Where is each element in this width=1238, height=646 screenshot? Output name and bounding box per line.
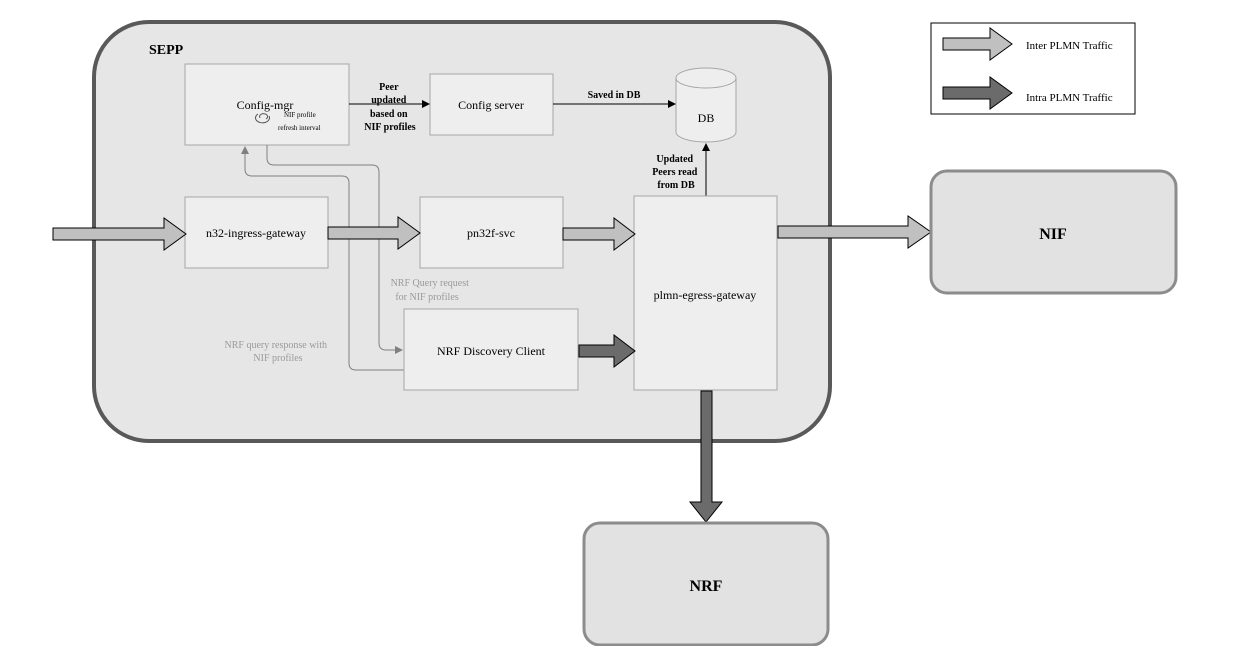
peer-updated-label: Peer updated based on NIF profiles xyxy=(364,82,415,133)
inter-plmn-legend-arrow-icon xyxy=(942,27,1013,61)
nif-label: NIF xyxy=(1039,226,1067,243)
db-label: DB xyxy=(698,111,715,125)
edge-config-mgr-to-nrf-discovery xyxy=(266,145,403,354)
edge-nrf-discovery-to-config-mgr xyxy=(241,146,404,371)
nif-refresh-label-1: NIF profile xyxy=(284,111,316,119)
nif-refresh-label-2: refresh interval xyxy=(278,124,321,132)
inter-arrow-egress-to-nif xyxy=(777,215,932,249)
pn32f-svc-label: pn32f-svc xyxy=(467,226,515,240)
inter-arrow-into-ingress xyxy=(52,217,187,251)
n32-ingress-gateway-label: n32-ingress-gateway xyxy=(206,226,306,240)
config-server-label: Config server xyxy=(458,98,524,112)
legend-inter-label: Inter PLMN Traffic xyxy=(1026,40,1113,52)
sepp-title: SEPP xyxy=(149,43,184,58)
nrf-query-request-label: NRF Query request for NIF profiles xyxy=(391,278,472,303)
nrf-discovery-client-label: NRF Discovery Client xyxy=(437,344,546,358)
config-mgr-box xyxy=(184,63,350,146)
nif-box xyxy=(929,169,1178,295)
intra-arrow-egress-to-nrf xyxy=(688,390,724,523)
inter-arrow-ingress-to-pn32f xyxy=(327,216,421,250)
nrf-query-response-label: NRF query response with NIF profiles xyxy=(225,340,330,364)
intra-arrow-nrf-discovery-to-egress xyxy=(578,333,636,369)
config-mgr-label: Config-mgr xyxy=(237,98,294,112)
nrf-label: NRF xyxy=(690,578,723,595)
pn32f-svc-box xyxy=(419,196,564,269)
intra-plmn-legend-arrow-icon xyxy=(942,76,1013,110)
inter-arrow-pn32f-to-egress xyxy=(562,216,636,252)
updated-peers-label: Updated Peers read from DB xyxy=(652,154,700,191)
refresh-cycle-icon xyxy=(255,113,270,124)
legend-intra-label: Intra PLMN Traffic xyxy=(1026,92,1113,104)
saved-in-db-label: Saved in DB xyxy=(588,90,641,101)
nrf-box xyxy=(582,521,830,646)
db-cylinder xyxy=(675,67,737,143)
plmn-egress-gateway-box xyxy=(633,195,778,391)
n32-ingress-gateway-box xyxy=(184,196,329,269)
config-server-box xyxy=(429,73,554,136)
nrf-discovery-client-box xyxy=(403,308,579,391)
plmn-egress-gateway-label: plmn-egress-gateway xyxy=(654,288,757,302)
